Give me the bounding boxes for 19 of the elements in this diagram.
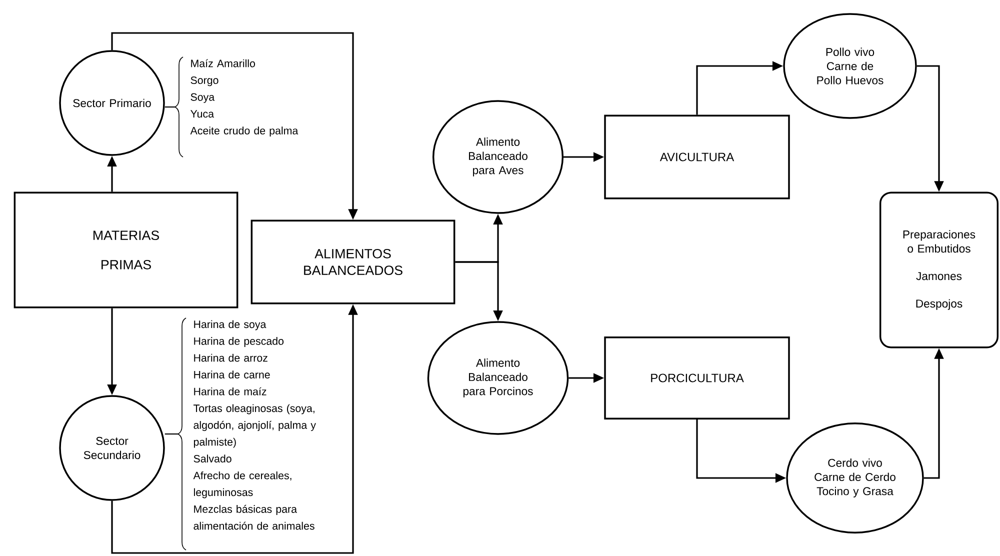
list-item: Harina de maíz [194, 387, 266, 396]
list-item: Sorgo [190, 76, 218, 86]
list-item: Afrecho de cereales, leguminosas [193, 471, 292, 498]
process-box: MATERIAS PRIMAS [14, 192, 238, 308]
list-item: Harina de pescado [194, 337, 284, 347]
list-item: Salvado [194, 454, 232, 462]
process-box: ALIMENTOS BALANCEADOS [250, 220, 456, 304]
process-box: AVICULTURA [604, 114, 790, 200]
list-item: Aceite crudo de palma [190, 126, 298, 137]
list-item: Soya [190, 93, 215, 103]
list-item: Harina de arroz [194, 354, 268, 362]
list-item: Yuca [190, 110, 214, 118]
list-item: Maíz Amarillo [191, 59, 255, 68]
list-item: Mezclas básicas para alimentación de animales [194, 504, 314, 530]
product-box: Preparaciones o Embutidos Jamones Despojos [879, 192, 999, 348]
list-item: Tortas oleaginosas (soya, algodón, ajonjolí, palma y palmiste) [194, 404, 316, 448]
process-box: PORCICULTURA [604, 336, 790, 420]
list-item: Harina de carne [194, 370, 270, 378]
list-item: Harina de soya [194, 320, 266, 330]
